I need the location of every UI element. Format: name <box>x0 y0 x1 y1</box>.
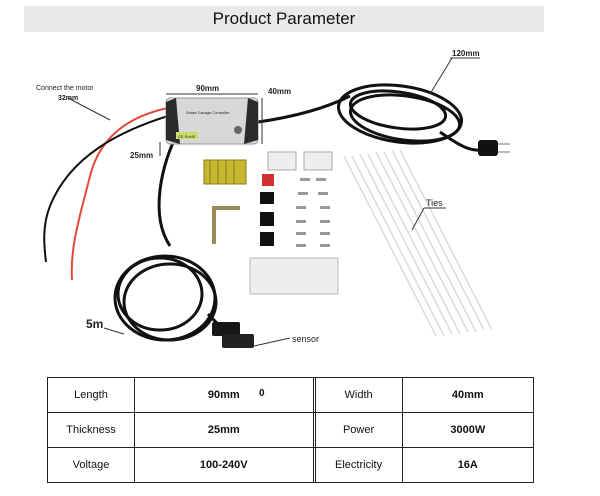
table-row: Thickness 25mm Power 3000W <box>47 412 535 448</box>
depth-dim-label: 40mm <box>268 87 291 96</box>
cord-length-label: 120mm <box>452 49 480 58</box>
height-dim-label: 25mm <box>130 151 153 160</box>
width-dim-label: 90mm <box>196 84 219 93</box>
param-label: Length <box>47 377 135 413</box>
param-value: 40mm <box>401 377 535 413</box>
param-value: 25mm <box>134 412 314 448</box>
title-text: Product Parameter <box>212 9 356 28</box>
parameter-table: Length 90mm Width 40mm Thickness 25mm Po… <box>47 377 535 483</box>
accessories <box>203 151 339 295</box>
table-row: Voltage 100-240V Electricity 16A <box>47 447 535 483</box>
cable-ties <box>343 149 493 337</box>
param-value: 16A <box>401 447 535 483</box>
ties-label: Ties <box>426 198 443 208</box>
param-value: 90mm <box>134 377 314 413</box>
table-row: Length 90mm Width 40mm <box>47 377 535 413</box>
param-value: 100-240V <box>134 447 314 483</box>
cert-mark: CE RoHS <box>178 134 196 139</box>
sensor-icon <box>212 322 254 348</box>
param-label: Thickness <box>47 412 135 448</box>
motor-label: Connect the motor <box>36 85 94 92</box>
motor-dim-label: 32mm <box>58 95 78 102</box>
motor-wires <box>43 107 169 281</box>
cable-length-label: 5m <box>86 317 103 331</box>
power-cord <box>257 83 481 152</box>
param-label: Width <box>314 377 403 413</box>
param-label: Voltage <box>47 447 135 483</box>
page-title: Product Parameter <box>24 6 544 32</box>
plug-icon <box>478 140 510 156</box>
param-value: 3000W <box>401 412 535 448</box>
device-text: Smart Garage Controller <box>186 110 230 115</box>
param-label: Electricity <box>314 447 403 483</box>
controller-device: CE RoHS Smart Garage Controller <box>165 97 259 145</box>
product-photo: 120mm Connect the motor 32mm 5m sensor C… <box>36 49 510 348</box>
sensor-label: sensor <box>292 334 319 344</box>
param-label: Power <box>314 412 403 448</box>
